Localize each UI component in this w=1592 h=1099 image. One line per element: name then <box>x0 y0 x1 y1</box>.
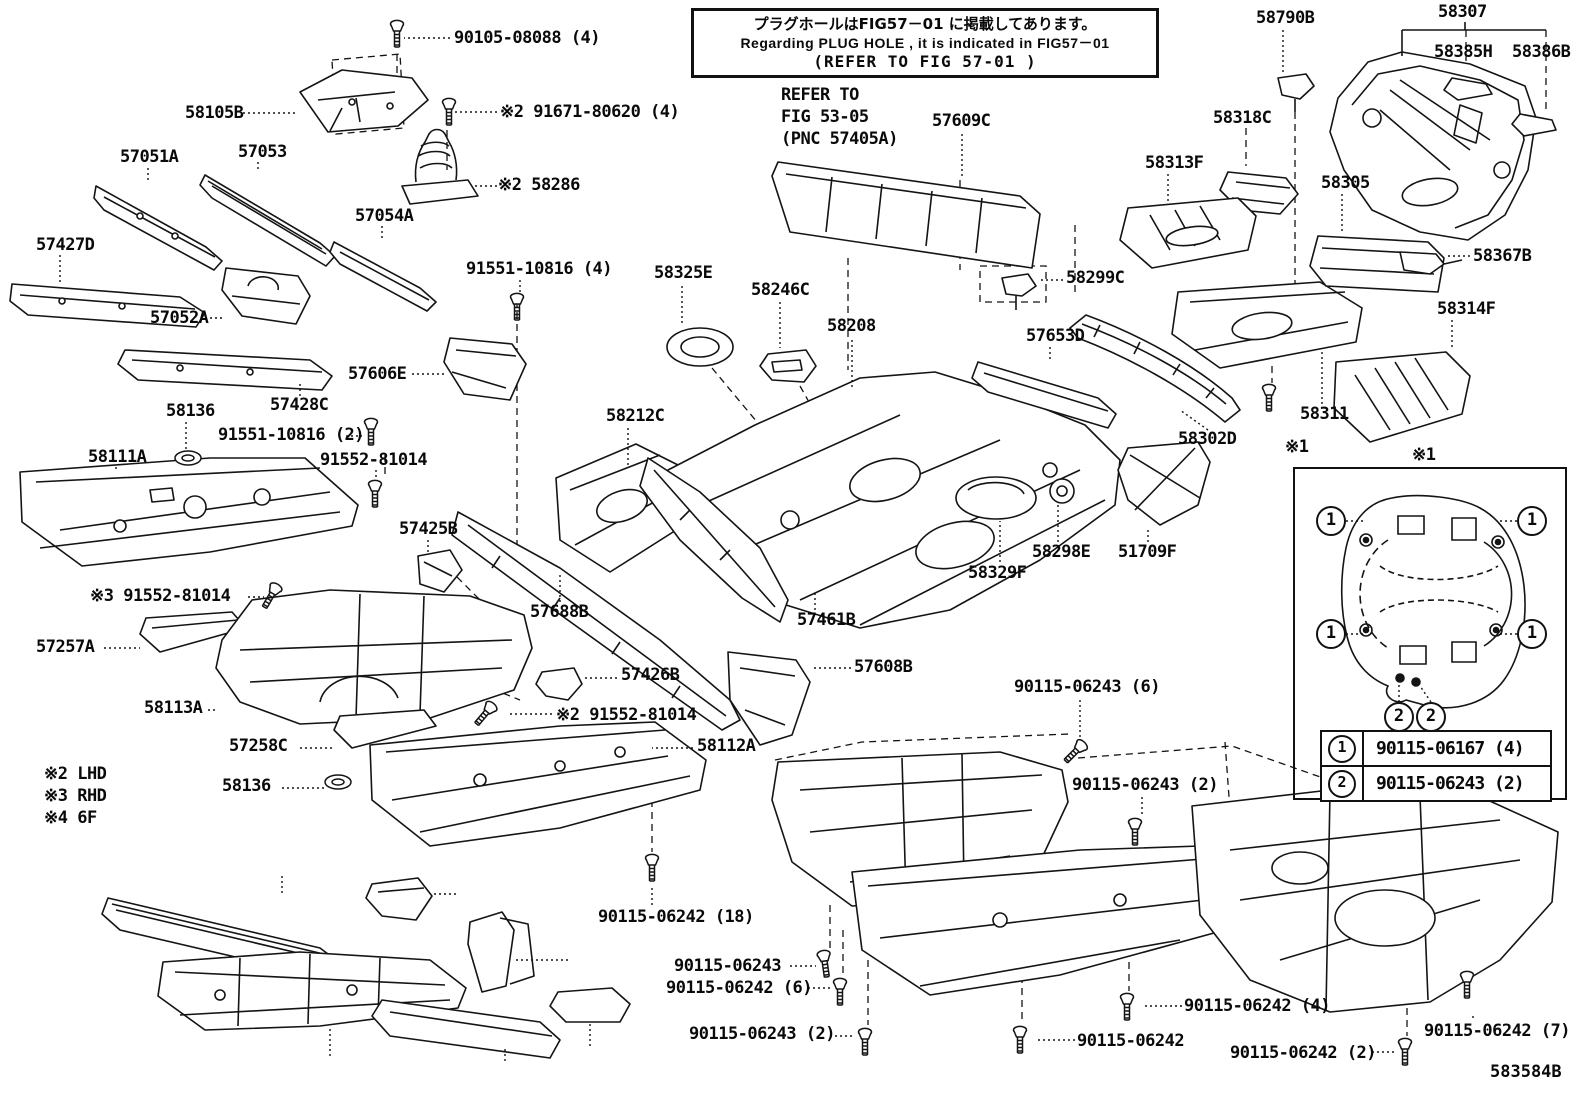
part-label: 58329F <box>968 563 1027 583</box>
note-line-english: Regarding PLUG HOLE , it is indicated in… <box>740 35 1110 51</box>
callout-marker: 2 <box>1384 702 1414 732</box>
callout-number: 1 <box>1328 734 1356 763</box>
part-label: 90115-06242 (2) <box>1230 1043 1377 1063</box>
part-label: 57051A <box>120 147 179 167</box>
note-line-japanese: プラグホールはFIG57－01 に掲載してあります。 <box>753 15 1097 33</box>
part-label: ※3 91552-81014 <box>90 586 231 606</box>
part-label: 58325E <box>654 263 713 283</box>
part-label: 91551-10816 (4) <box>466 259 613 279</box>
part-label: 57688B <box>530 602 589 622</box>
callout-number: 2 <box>1328 769 1356 798</box>
part-label: 90115-06242 (18) <box>598 907 754 927</box>
part-label: 58305 <box>1321 173 1370 193</box>
part-label: ※3 RHD <box>44 786 107 806</box>
part-label: 57608B <box>854 657 913 677</box>
part-label: 57257A <box>36 637 95 657</box>
part-label: ※1 <box>1285 437 1309 457</box>
part-label: ※1 <box>1412 445 1436 465</box>
part-label: 58113A <box>144 698 203 718</box>
part-label: 57258C <box>229 736 288 756</box>
part-label: 58314F <box>1437 299 1496 319</box>
legend-row-2: 2 90115-06243 (2) <box>1322 765 1550 800</box>
parts-shapes <box>9 51 1559 1059</box>
plug-hole-note-box: プラグホールはFIG57－01 に掲載してあります。 Regarding PLU… <box>691 8 1159 78</box>
part-label: ※2 91671-80620 (4) <box>500 102 680 122</box>
part-label: 57427D <box>36 235 95 255</box>
part-label: 58311 <box>1300 404 1349 424</box>
part-label: 58136 <box>222 776 271 796</box>
part-label: 58302D <box>1178 429 1237 449</box>
legend-callout-2: 2 <box>1322 767 1364 800</box>
part-label: 58313F <box>1145 153 1204 173</box>
part-label: 58385H <box>1434 42 1493 62</box>
part-label: 58299C <box>1066 268 1125 288</box>
part-label: 57428C <box>270 395 329 415</box>
leader-lines <box>59 30 1474 1061</box>
part-label: 58790B <box>1256 8 1315 28</box>
part-label: 90115-06242 (6) <box>666 978 813 998</box>
refer-note-line2: FIG 53-05 <box>781 107 869 127</box>
part-label: 58105B <box>185 103 244 123</box>
part-label: 58318C <box>1213 108 1272 128</box>
part-label: 91552-81014 <box>320 450 428 470</box>
part-label: 57461B <box>797 610 856 630</box>
legend-row-1: 1 90115-06167 (4) <box>1322 732 1550 765</box>
part-label: 57653D <box>1026 326 1085 346</box>
callout-marker: 1 <box>1517 506 1547 536</box>
part-label: 58212C <box>606 406 665 426</box>
part-label: ※2 91552-81014 <box>556 705 697 725</box>
callout-marker: 1 <box>1316 619 1346 649</box>
part-label: 57606E <box>348 364 407 384</box>
callout-marker: 1 <box>1316 506 1346 536</box>
part-label: ※2 LHD <box>44 764 107 784</box>
callout-marker: 1 <box>1517 619 1547 649</box>
part-label: 90115-06242 (7) <box>1424 1021 1571 1041</box>
part-label: 58298E <box>1032 542 1091 562</box>
part-label: ※4 6F <box>44 808 97 828</box>
part-label: 58367B <box>1473 246 1532 266</box>
bracket-line-58307 <box>1401 22 1546 56</box>
part-label: 90115-06243 (2) <box>689 1024 836 1044</box>
part-label: 90115-06243 (6) <box>1014 677 1161 697</box>
callout-marker: 2 <box>1416 702 1446 732</box>
note-line-refer: (REFER TO FIG 57-01 ) <box>813 52 1037 71</box>
part-label: 58111A <box>88 447 147 467</box>
legend-callout-1: 1 <box>1322 732 1364 765</box>
part-label: 57054A <box>355 206 414 226</box>
part-label: ※2 58286 <box>498 175 580 195</box>
part-label: 51709F <box>1118 542 1177 562</box>
part-label: 58246C <box>751 280 810 300</box>
legend-part-number: 90115-06167 (4) <box>1376 738 1525 759</box>
legend-part-number: 90115-06243 (2) <box>1376 773 1525 794</box>
diagram-id: 583584B <box>1490 1062 1562 1082</box>
refer-note-line3: (PNC 57405A) <box>781 129 898 149</box>
part-label: 58136 <box>166 401 215 421</box>
part-label: 57609C <box>932 111 991 131</box>
part-label: 57426B <box>621 665 680 685</box>
part-label: 58208 <box>827 316 876 336</box>
part-label: 58307 <box>1438 2 1487 22</box>
part-label: 57052A <box>150 308 209 328</box>
part-label: 90115-06243 (2) <box>1072 775 1219 795</box>
refer-note-line1: REFER TO <box>781 85 859 105</box>
part-label: 58386B <box>1512 42 1571 62</box>
part-label: 58112A <box>697 736 756 756</box>
part-label: 57425B <box>399 519 458 539</box>
part-label: 90115-06242 <box>1077 1031 1185 1051</box>
part-label: 91551-10816 (2) <box>218 425 365 445</box>
part-label: 90115-06242 (4) <box>1184 996 1331 1016</box>
part-label: 90105-08088 (4) <box>454 28 601 48</box>
part-label: 57053 <box>238 142 287 162</box>
part-label: 90115-06243 <box>674 956 782 976</box>
